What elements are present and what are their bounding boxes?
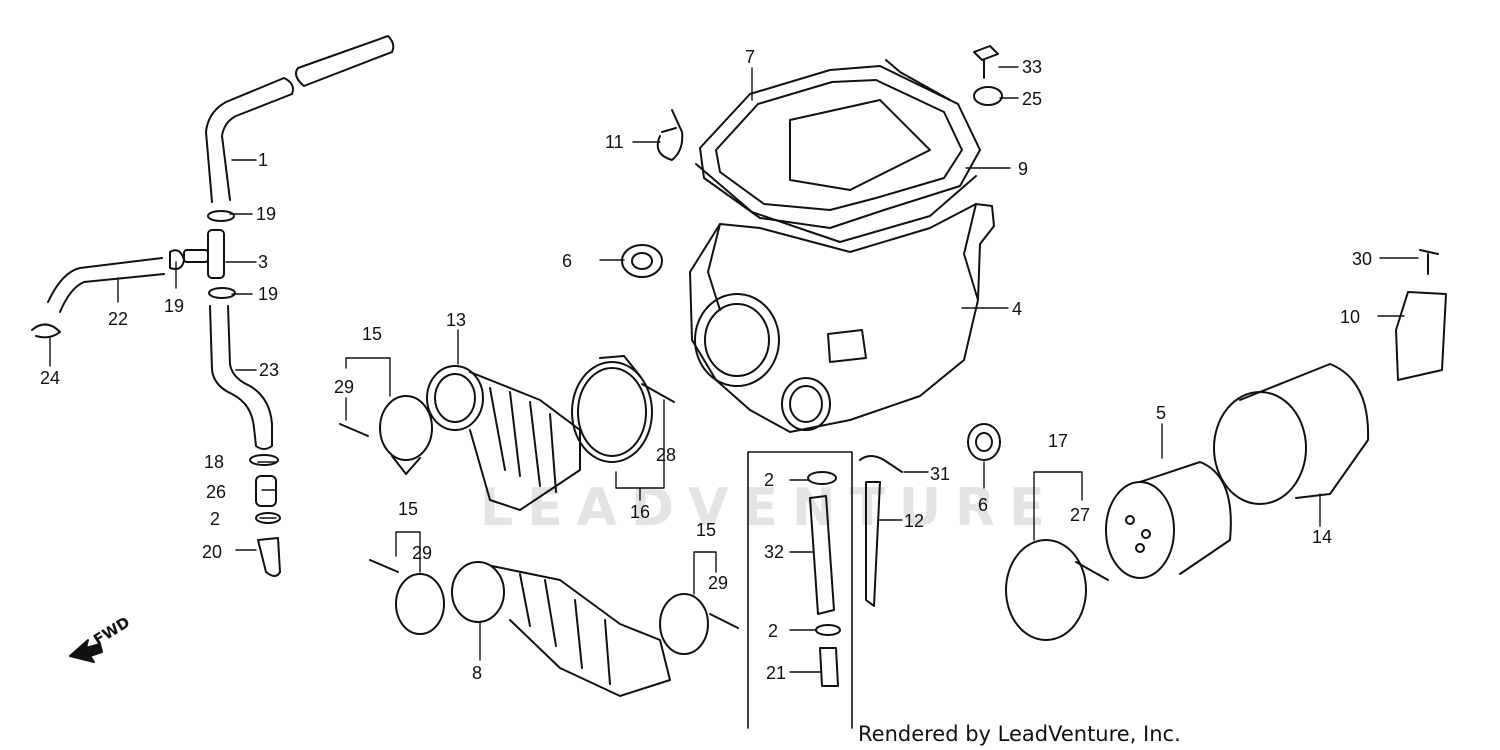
part-29-screw-upper [339, 423, 369, 437]
part-20-cap [257, 537, 281, 577]
part-3-t-joint [183, 229, 225, 279]
part-30-bolt [1419, 249, 1439, 275]
fwd-arrow-icon [69, 639, 103, 663]
callout-5: 5 [1156, 403, 1167, 423]
callout-1: 1 [258, 150, 269, 170]
part-31-screw [859, 455, 903, 473]
callout-2-upper: 2 [764, 470, 775, 490]
callout-16: 16 [630, 502, 651, 522]
part-11-clip [656, 109, 684, 161]
drain-group-box [747, 451, 853, 729]
callout-20: 20 [202, 542, 223, 562]
part-8-duct [451, 561, 671, 697]
callout-23: 23 [259, 360, 280, 380]
part-9-gasket [695, 163, 977, 243]
part-26-plug [255, 475, 277, 507]
part-15-clamp-lower-right [659, 593, 709, 655]
part-25-collar [973, 86, 1003, 106]
callout-2-lower: 2 [768, 621, 779, 641]
part-2-clip-upper [807, 471, 837, 485]
part-10-bracket [1395, 291, 1447, 381]
callout-12: 12 [904, 511, 925, 531]
callout-30: 30 [1352, 249, 1373, 269]
credit-text: Rendered by LeadVenture, Inc. [858, 722, 1181, 746]
part-33-bolt [973, 45, 999, 79]
part-16-clamp [571, 355, 653, 463]
callout-18: 18 [204, 452, 225, 472]
callout-29-upper: 29 [334, 377, 355, 397]
part-24-clip [31, 323, 61, 339]
part-22-hose [47, 257, 165, 313]
callout-6-upper: 6 [562, 251, 573, 271]
part-6-grommet-upper [621, 244, 663, 278]
callout-29-lower-right: 29 [708, 573, 729, 593]
callout-17: 17 [1048, 431, 1069, 451]
part-2-clip-lower [815, 624, 841, 636]
part-6-grommet-lower [967, 423, 1001, 461]
part-5-filter-element [1105, 461, 1232, 579]
callout-13: 13 [446, 310, 467, 330]
callout-24: 24 [40, 368, 61, 388]
callout-11: 11 [605, 132, 624, 152]
callout-25: 25 [1022, 89, 1043, 109]
callout-10: 10 [1340, 307, 1361, 327]
part-27-screw [1075, 561, 1109, 581]
callout-19-lower: 19 [258, 284, 279, 304]
part-32-tube [809, 495, 835, 615]
part-17-clamp [1005, 539, 1087, 641]
part-23-tube [209, 305, 273, 450]
part-21-plug [819, 647, 839, 687]
callout-8: 8 [472, 663, 483, 683]
callout-26: 26 [206, 482, 227, 502]
part-1-breather-tube [205, 35, 395, 203]
part-18-clip [249, 454, 279, 466]
callout-21: 21 [766, 663, 787, 683]
callout-33: 33 [1022, 57, 1043, 77]
callout-27: 27 [1070, 505, 1091, 525]
part-15-clamp-upper-left [379, 395, 433, 475]
part-28-screw [641, 383, 675, 403]
part-19-clip-top [207, 210, 235, 222]
callout-14: 14 [1312, 527, 1333, 547]
callout-3: 3 [258, 252, 269, 272]
callout-4: 4 [1012, 299, 1023, 319]
callout-31: 31 [930, 464, 951, 484]
part-19-clip-lower [208, 287, 236, 299]
callout-19-top: 19 [256, 204, 277, 224]
watermark: LEADVENTURE [480, 478, 1059, 538]
part-12-tube [865, 481, 881, 607]
part-2-clip-left [255, 512, 281, 524]
callout-15-lower-left: 15 [398, 499, 419, 519]
callout-29-lower-left: 29 [412, 543, 433, 563]
callout-6-lower: 6 [978, 495, 989, 515]
callout-9: 9 [1018, 159, 1029, 179]
part-29-screw-lower-right [709, 613, 739, 629]
callout-15-upper: 15 [362, 324, 383, 344]
callout-15-lower-right: 15 [696, 520, 717, 540]
callout-32: 32 [764, 542, 785, 562]
callout-2-left: 2 [210, 509, 221, 529]
part-4-air-box [689, 203, 995, 433]
callout-19-side: 19 [164, 296, 185, 316]
part-19-clip-side [169, 249, 185, 270]
callout-28: 28 [656, 445, 677, 465]
part-13-duct [426, 365, 581, 511]
leader-lines [49, 66, 1419, 673]
callout-22: 22 [108, 309, 129, 329]
part-29-screw-lower-left [369, 559, 399, 573]
part-14-precleaner [1213, 363, 1370, 505]
part-15-clamp-lower-left [395, 573, 445, 635]
callout-7: 7 [745, 47, 756, 67]
